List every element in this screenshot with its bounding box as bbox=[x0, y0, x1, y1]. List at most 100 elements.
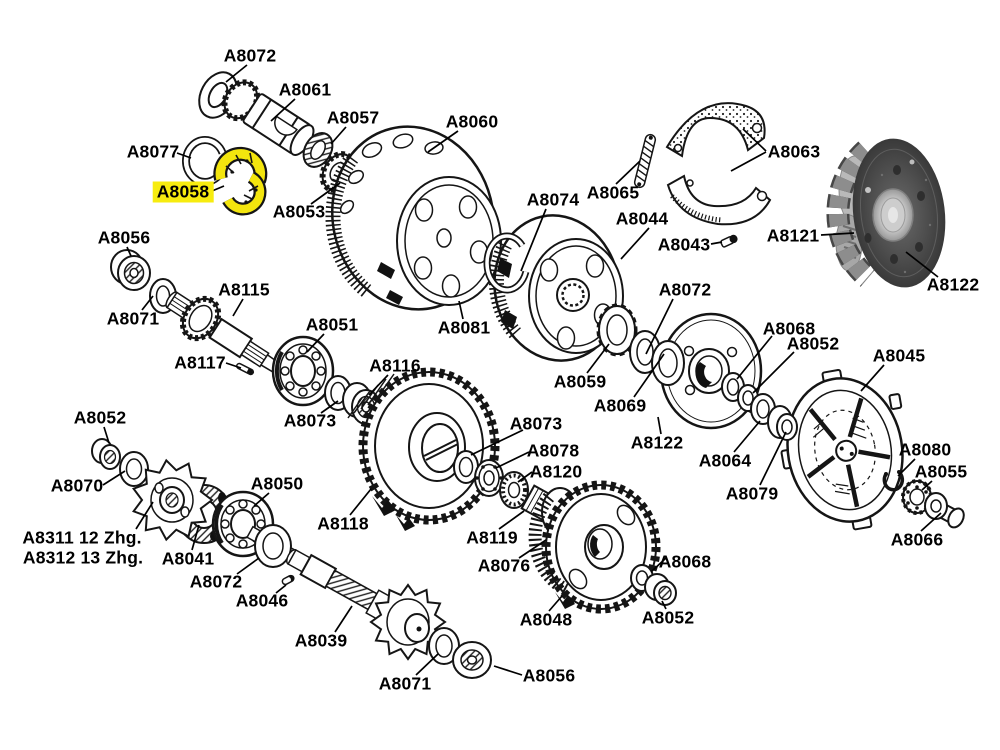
part-label-a8059-23[interactable]: A8059 bbox=[553, 371, 607, 392]
part-label-a8052-50[interactable]: A8052 bbox=[641, 607, 695, 628]
part-clutch-basket-a8060 bbox=[325, 125, 502, 311]
part-label-a8064-29[interactable]: A8064 bbox=[698, 450, 752, 471]
leader-line-a8041 bbox=[191, 524, 200, 551]
part-label-a8056-6[interactable]: A8056 bbox=[97, 227, 151, 248]
flywheel-photo bbox=[826, 138, 946, 288]
leader-line-a8045 bbox=[860, 364, 885, 392]
part-label-a8066-33[interactable]: A8066 bbox=[890, 529, 944, 550]
part-label-a8076-47[interactable]: A8076 bbox=[477, 555, 531, 576]
part-label-a8043-11[interactable]: A8043 bbox=[657, 234, 711, 255]
leader-line-a8073 bbox=[320, 400, 339, 414]
part-sprocket-a8311 bbox=[132, 458, 214, 542]
part-label-a8073-42[interactable]: A8073 bbox=[509, 413, 563, 434]
part-label-a8055-32[interactable]: A8055 bbox=[914, 461, 968, 482]
part-bearing-a8056-bottom bbox=[452, 641, 492, 679]
part-wave-washer-a8059 bbox=[596, 303, 638, 357]
part-kick-shaft-a8039 bbox=[286, 548, 393, 621]
part-label-a8060-7[interactable]: A8060 bbox=[445, 111, 499, 132]
leader-line-a8070 bbox=[102, 470, 126, 486]
part-label-a8122-25[interactable]: A8122 bbox=[630, 432, 684, 453]
part-label-a8051-18[interactable]: A8051 bbox=[305, 314, 359, 335]
part-label-a8071-15[interactable]: A8071 bbox=[106, 308, 160, 329]
part-label-a8079-30[interactable]: A8079 bbox=[725, 483, 779, 504]
part-label-a8081-21[interactable]: A8081 bbox=[437, 317, 491, 338]
part-shaft-end-a8066 bbox=[924, 492, 965, 529]
part-label-a8117-17[interactable]: A8117 bbox=[174, 352, 226, 373]
part-label-a8039-51[interactable]: A8039 bbox=[294, 630, 348, 651]
part-label-a8080-31[interactable]: A8080 bbox=[898, 439, 952, 460]
leader-line-a8051 bbox=[306, 333, 325, 353]
part-label-a8074-8[interactable]: A8074 bbox=[526, 189, 580, 210]
part-pressure-plate-a8045 bbox=[780, 368, 904, 531]
part-label-a8116-19[interactable]: A8116 bbox=[369, 355, 421, 376]
leader-line-a8068 bbox=[650, 557, 667, 573]
part-cup-a8079 bbox=[767, 405, 798, 441]
part-label-a8044-10[interactable]: A8044 bbox=[615, 208, 669, 229]
leader-line-a8116 bbox=[368, 374, 389, 396]
part-label-a8057-2[interactable]: A8057 bbox=[326, 107, 380, 128]
part-label-a8065-9[interactable]: A8065 bbox=[586, 182, 640, 203]
part-label-a8041-38[interactable]: A8041 bbox=[161, 548, 215, 569]
leader-line-a8072 bbox=[225, 64, 248, 83]
part-label-a8120-44[interactable]: A8120 bbox=[529, 461, 583, 482]
part-label-a8073-20[interactable]: A8073 bbox=[283, 410, 337, 431]
part-label-a8046-41[interactable]: A8046 bbox=[235, 590, 289, 611]
part-spring-a8065 bbox=[633, 133, 657, 189]
leader-line-a8068 bbox=[736, 335, 773, 380]
part-ball-bearing-a8051 bbox=[271, 335, 335, 407]
part-label-a8115-16[interactable]: A8115 bbox=[218, 279, 270, 300]
leader-line-a8046 bbox=[275, 584, 287, 594]
part-gear-a8048 bbox=[528, 480, 661, 614]
part-label-a8072-40[interactable]: A8072 bbox=[189, 571, 243, 592]
leader-line-a8078 bbox=[495, 451, 530, 469]
leader-line-a8121 bbox=[820, 232, 855, 236]
part-label-a8061-1[interactable]: A8061 bbox=[278, 79, 332, 100]
part-pin-a8043 bbox=[720, 234, 738, 248]
part-washer-a8072-bottom bbox=[254, 524, 292, 568]
leader-line-a8052 bbox=[661, 600, 667, 610]
leader-line-a8122 bbox=[905, 251, 939, 278]
part-label-a8068-49[interactable]: A8068 bbox=[658, 551, 712, 572]
part-label-a8069-24[interactable]: A8069 bbox=[593, 395, 647, 416]
part-label-a8048-48[interactable]: A8048 bbox=[519, 609, 573, 630]
part-label-a8052-34[interactable]: A8052 bbox=[73, 407, 127, 428]
part-label-a8118-45[interactable]: A8118 bbox=[317, 513, 369, 534]
part-label-a8078-43[interactable]: A8078 bbox=[526, 440, 580, 461]
part-label-a8063-12[interactable]: A8063 bbox=[767, 141, 821, 162]
leader-line-a8061 bbox=[270, 98, 296, 122]
leader-line-a8071 bbox=[141, 295, 154, 311]
part-label-a8052-27[interactable]: A8052 bbox=[786, 333, 840, 354]
leader-line-a8072 bbox=[645, 298, 674, 355]
part-label-a8070-35[interactable]: A8070 bbox=[50, 475, 104, 496]
leader-line-a8072 bbox=[236, 557, 260, 575]
part-label-a8045-28[interactable]: A8045 bbox=[872, 345, 926, 366]
part-label-a8072-0[interactable]: A8072 bbox=[223, 45, 277, 66]
leader-line-a8043 bbox=[710, 241, 723, 245]
leader-line-a8066 bbox=[920, 512, 942, 532]
part-label-a8068-26[interactable]: A8068 bbox=[762, 318, 816, 339]
part-label-a8071-52[interactable]: A8071 bbox=[378, 673, 432, 694]
part-spring-ring-a8074 bbox=[483, 232, 531, 294]
part-label-a8072-22[interactable]: A8072 bbox=[658, 279, 712, 300]
leader-line-a8120 bbox=[517, 471, 533, 483]
leader-line-a8063 bbox=[730, 151, 767, 172]
leader-lines bbox=[102, 64, 942, 676]
part-label-a8311-36[interactable]: A8311 12 Zhg. bbox=[22, 527, 142, 548]
leader-line-a8311 bbox=[135, 501, 154, 530]
part-nut-a8052-bottom bbox=[644, 573, 677, 606]
part-label-a8122-14[interactable]: A8122 bbox=[926, 274, 980, 295]
part-nut-a8052-left bbox=[91, 438, 121, 470]
leader-line-a8122 bbox=[657, 416, 662, 435]
part-label-a8058-4[interactable]: A8058 bbox=[152, 181, 214, 203]
part-label-a8121-13[interactable]: A8121 bbox=[766, 225, 820, 246]
part-label-a8077-3[interactable]: A8077 bbox=[126, 141, 180, 162]
part-label-a8053-5[interactable]: A8053 bbox=[272, 201, 326, 222]
part-label-a8119-46[interactable]: A8119 bbox=[466, 527, 518, 548]
part-label-a8050-39[interactable]: A8050 bbox=[250, 473, 304, 494]
part-label-a8312-37[interactable]: A8312 13 Zhg. bbox=[22, 547, 144, 568]
part-gear-shaft-a8061 bbox=[221, 79, 315, 156]
part-label-a8056-53[interactable]: A8056 bbox=[522, 665, 576, 686]
leader-line-a8053 bbox=[310, 182, 341, 205]
